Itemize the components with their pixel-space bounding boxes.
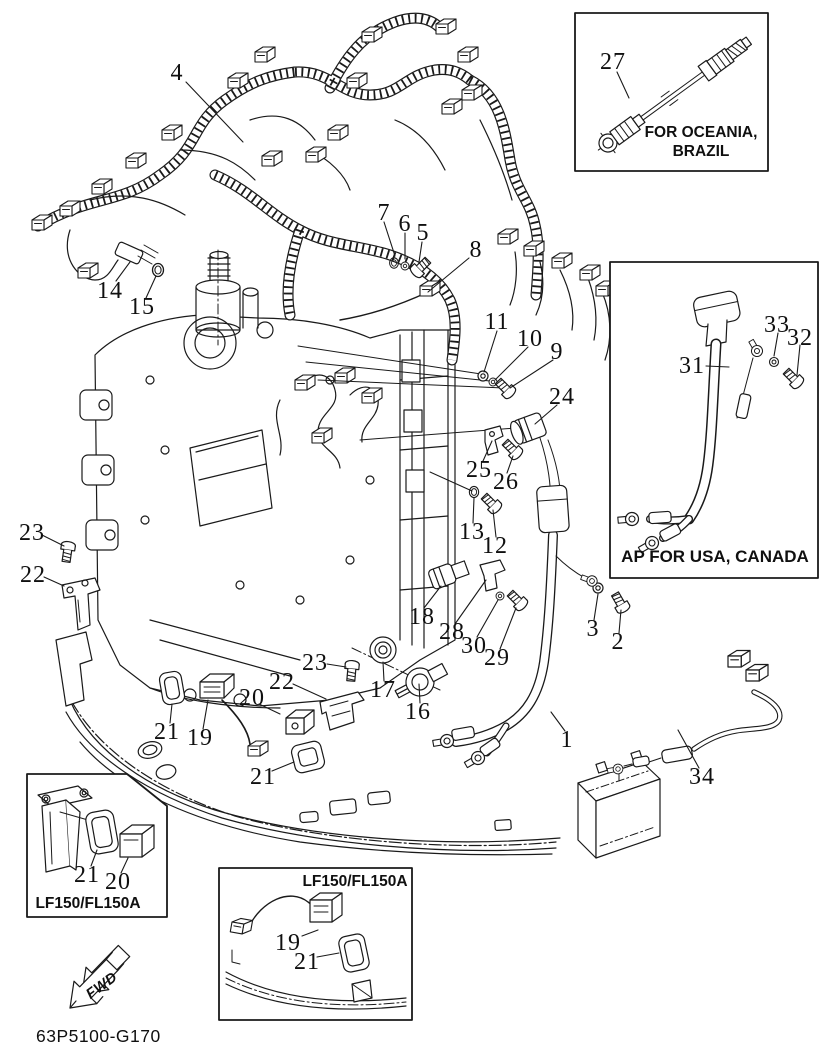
parts-18-28-29-30-drawing bbox=[428, 559, 531, 614]
callout-25: 25 bbox=[466, 457, 492, 483]
callout-33: 33 bbox=[764, 312, 790, 338]
drawing-part-code: 63P5100-G170 bbox=[36, 1026, 161, 1046]
callout-21: 21 bbox=[154, 719, 180, 745]
inset-oceania-drawing bbox=[597, 36, 753, 154]
callout-3: 3 bbox=[586, 616, 600, 642]
callout-9: 9 bbox=[550, 339, 564, 365]
callout-1: 1 bbox=[560, 727, 574, 753]
inset-usa-canada-label: AP FOR USA, CANADA bbox=[621, 547, 809, 566]
inset-model-bottom-label: LF150/FL150A bbox=[302, 873, 408, 890]
callout-23: 23 bbox=[302, 650, 328, 676]
inset-oceania-label: FOR OCEANIA, BRAZIL bbox=[635, 123, 767, 161]
callout-20: 20 bbox=[105, 869, 131, 895]
inset-model-bottom-drawing bbox=[225, 892, 407, 1010]
callout-34: 34 bbox=[689, 764, 715, 790]
battery-drawing bbox=[577, 750, 661, 859]
inset-usa-canada-drawing bbox=[616, 290, 807, 557]
callout-17: 17 bbox=[370, 677, 396, 703]
callout-16: 16 bbox=[405, 699, 431, 725]
callout-12: 12 bbox=[482, 533, 508, 559]
callout-11: 11 bbox=[484, 309, 510, 335]
callout-31: 31 bbox=[679, 353, 705, 379]
inset-oceania-line2: BRAZIL bbox=[672, 143, 730, 160]
callout-2: 2 bbox=[611, 629, 625, 655]
callout-27: 27 bbox=[600, 49, 626, 75]
callout-4: 4 bbox=[170, 60, 184, 86]
callout-22: 22 bbox=[269, 669, 295, 695]
callout-32: 32 bbox=[787, 325, 813, 351]
callout-21: 21 bbox=[294, 949, 320, 975]
callout-20: 20 bbox=[239, 685, 265, 711]
sensor-14-drawing bbox=[66, 229, 165, 281]
callout-5: 5 bbox=[416, 220, 430, 246]
callout-29: 29 bbox=[484, 645, 510, 671]
parts-19-20-21-drawing bbox=[158, 670, 326, 774]
callout-21: 21 bbox=[250, 764, 276, 790]
callout-13: 13 bbox=[459, 519, 485, 545]
callout-30: 30 bbox=[461, 633, 487, 659]
callout-23: 23 bbox=[19, 520, 45, 546]
inset-oceania-line1: FOR OCEANIA, bbox=[644, 124, 758, 141]
engine-block-drawing bbox=[79, 249, 517, 709]
inset-model-left-drawing bbox=[37, 785, 155, 873]
callout-19: 19 bbox=[187, 725, 213, 751]
callout-10: 10 bbox=[517, 326, 543, 352]
battery-cable-1-drawing bbox=[431, 484, 600, 772]
callout-6: 6 bbox=[398, 211, 412, 237]
fwd-arrow bbox=[69, 944, 131, 1009]
callout-14: 14 bbox=[97, 278, 123, 304]
callout-18: 18 bbox=[409, 604, 435, 630]
callout-19: 19 bbox=[275, 930, 301, 956]
wiring-harness-drawing bbox=[31, 18, 617, 360]
callout-26: 26 bbox=[493, 469, 519, 495]
callout-24: 24 bbox=[549, 384, 575, 410]
callout-8: 8 bbox=[469, 237, 483, 263]
inset-model-left-label: LF150/FL150A bbox=[35, 895, 141, 912]
callout-7: 7 bbox=[377, 200, 391, 226]
callout-21: 21 bbox=[74, 862, 100, 888]
left-bracket-22-23-drawing bbox=[58, 540, 101, 631]
callout-28: 28 bbox=[439, 619, 465, 645]
parts-16-17-22-23-drawing bbox=[319, 636, 449, 731]
cable-34-drawing bbox=[606, 649, 780, 777]
callout-22: 22 bbox=[20, 562, 46, 588]
callout-15: 15 bbox=[129, 294, 155, 320]
parts-5-6-7-8-drawing bbox=[339, 254, 441, 321]
leader-lines bbox=[41, 71, 801, 958]
